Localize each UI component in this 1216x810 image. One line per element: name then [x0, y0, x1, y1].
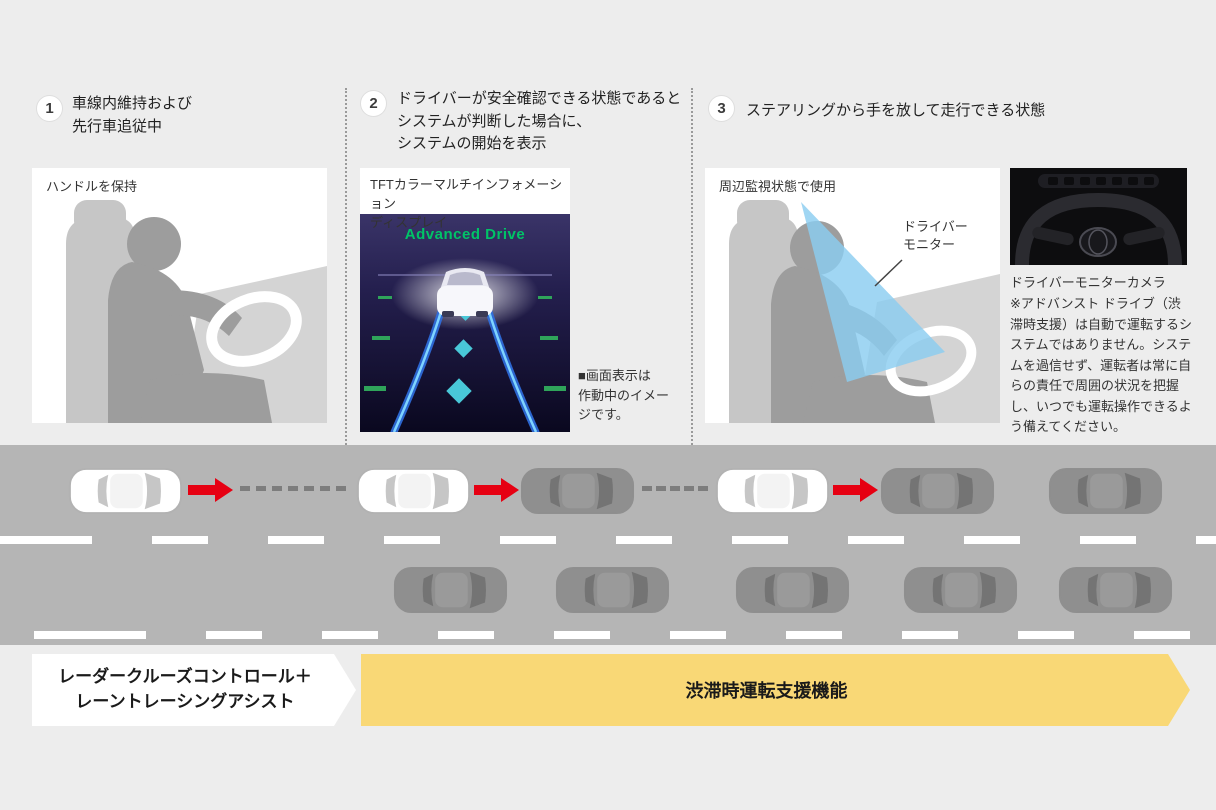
- following-gap-dashes-2: [642, 486, 708, 491]
- driver-holding-wheel-illustration: [66, 200, 327, 423]
- banner-radar-cruise: レーダークルーズコントロール＋ レーントレーシングアシスト: [32, 654, 356, 726]
- step-2-number-badge: 2: [360, 90, 387, 117]
- ego-car-2: [356, 464, 471, 518]
- panel-hands-on-wheel: ハンドルを保持: [32, 168, 327, 423]
- panel-driver-monitor: 周辺監視状態で使用 ドライバー モニター: [705, 168, 1000, 423]
- traffic-car-1: [520, 464, 635, 518]
- step-3-label: ステアリングから手を放して走行できる状態: [746, 102, 1046, 119]
- traffic-car-2: [880, 464, 995, 518]
- forward-arrow-2: [474, 476, 520, 504]
- wheel-spoke-left: [1032, 226, 1074, 246]
- section-divider-1: [345, 88, 347, 644]
- traffic-car-4: [393, 563, 508, 617]
- lane-marking-row-1: [0, 536, 1216, 544]
- following-gap-dashes-1: [240, 486, 346, 491]
- step-1-number-badge: 1: [36, 95, 63, 122]
- road-edge-markers: [364, 296, 566, 391]
- step-1-label: 車線内維持および 先行車追従中: [72, 95, 193, 135]
- panel-3-caption: 周辺監視状態で使用: [719, 179, 837, 194]
- panel-tft-display: TFTカラーマルチインフォメーション ディスプレイ: [360, 168, 570, 432]
- step-3-number-badge: 3: [708, 95, 735, 122]
- traffic-car-6: [735, 563, 850, 617]
- ego-car-rear-view: [437, 268, 493, 317]
- forward-arrow-3: [833, 476, 879, 504]
- banner-traffic-jam-assist: 渋滞時運転支援機能: [361, 654, 1190, 726]
- traffic-car-3: [1048, 464, 1163, 518]
- panel-1-caption: ハンドルを保持: [46, 179, 138, 194]
- advanced-drive-title: Advanced Drive: [404, 226, 526, 243]
- wheel-spoke-right: [1123, 226, 1165, 246]
- traffic-car-7: [903, 563, 1018, 617]
- road-illustration: [0, 445, 1216, 645]
- callout-leader-line: [874, 259, 903, 287]
- driver-monitor-camera-photo: [1010, 168, 1187, 265]
- ego-car-1: [68, 464, 183, 518]
- hands-off-driver-illustration: [729, 200, 1000, 423]
- monitor-camera-cone: [801, 202, 945, 382]
- step-2-label: ドライバーが安全確認できる状態であると システムが判断した場合に、 システムの開…: [397, 90, 682, 152]
- driver-silhouette: [108, 217, 272, 423]
- steering-wheel: [206, 291, 302, 367]
- section-divider-2: [691, 88, 693, 644]
- advanced-drive-screen-illustration: [360, 214, 570, 432]
- panel-2-caption: TFTカラーマルチインフォメーション ディスプレイ: [370, 177, 563, 230]
- camera-caption: ドライバーモニターカメラ: [1010, 275, 1166, 290]
- tft-display-screen: Advanced Drive: [360, 214, 570, 432]
- ego-car-3: [715, 464, 830, 518]
- traffic-car-5: [555, 563, 670, 617]
- forward-arrow-1: [188, 476, 234, 504]
- disclaimer-note: ※アドバンスト ドライブ（渋滞時支援）は自動で運転するシステムではありません。シ…: [1010, 296, 1193, 435]
- traffic-car-8: [1058, 563, 1173, 617]
- lane-marking-row-2: [0, 631, 1216, 639]
- steering-wheel-rim: [1015, 192, 1182, 265]
- driver-monitor-callout: ドライバー モニター: [903, 219, 968, 253]
- screen-image-note: ■画面表示は 作動中のイメー ジです。: [578, 368, 670, 422]
- brand-emblem: [1079, 227, 1117, 257]
